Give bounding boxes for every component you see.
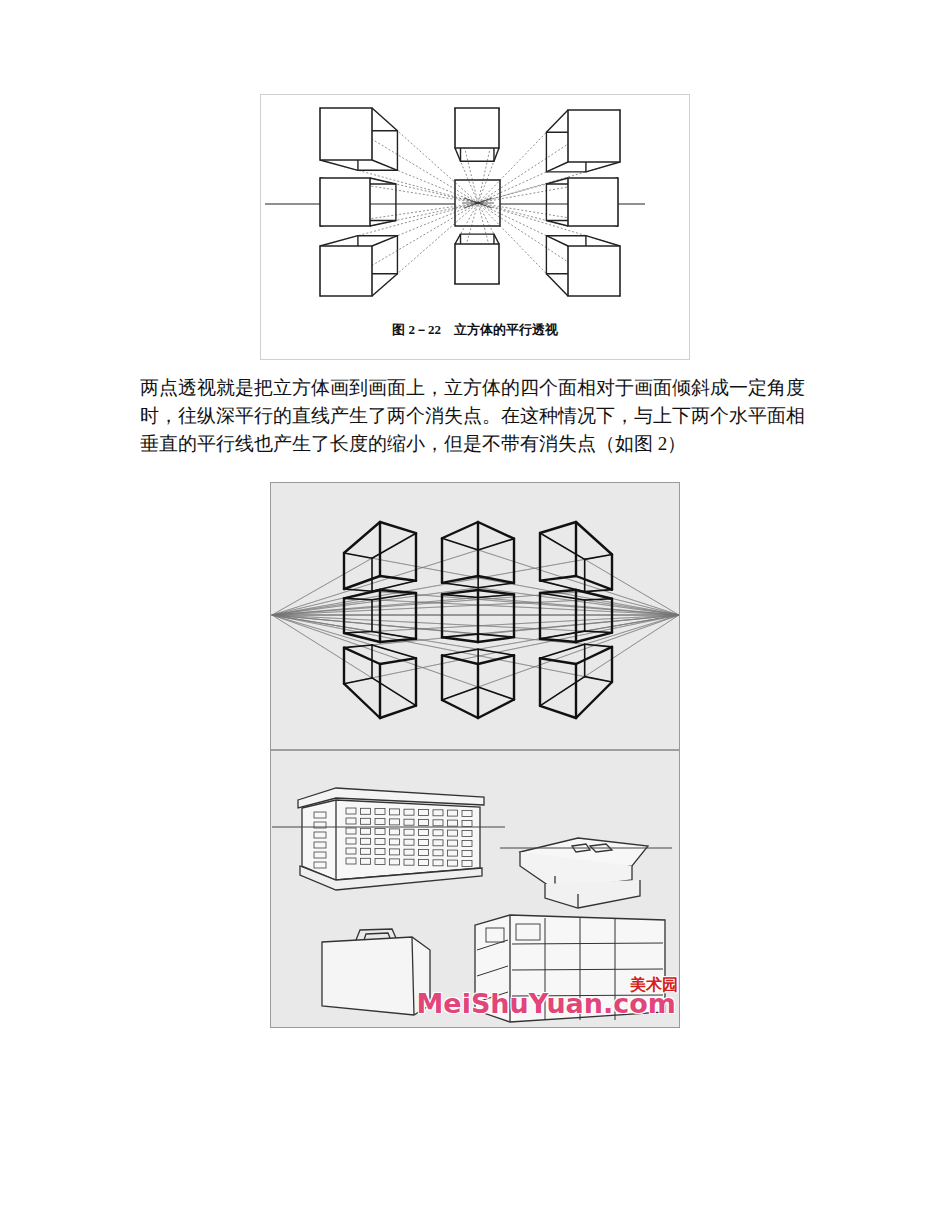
object-sketches [271, 750, 679, 1022]
center-square [455, 180, 500, 226]
cube [320, 178, 478, 226]
cube [455, 203, 499, 284]
cube [478, 203, 620, 296]
figure-frame [271, 483, 680, 1028]
cubes [344, 522, 612, 718]
figure-frame [261, 95, 690, 360]
figure-caption: 图 2－22 立方体的平行透视 [260, 321, 690, 339]
cube [455, 108, 499, 203]
cube [478, 178, 618, 226]
body-paragraph: 两点透视就是把立方体画到画面上，立方体的四个面相对于画面倾斜成一定角度时，往纵深… [140, 374, 820, 458]
two-point-perspective-figure [271, 522, 679, 718]
center-mark [462, 198, 494, 208]
horizon-line [271, 615, 679, 616]
construction-lines [272, 533, 679, 706]
watermark: 美术园 [618, 976, 678, 994]
parallel-perspective-figure [265, 108, 645, 296]
